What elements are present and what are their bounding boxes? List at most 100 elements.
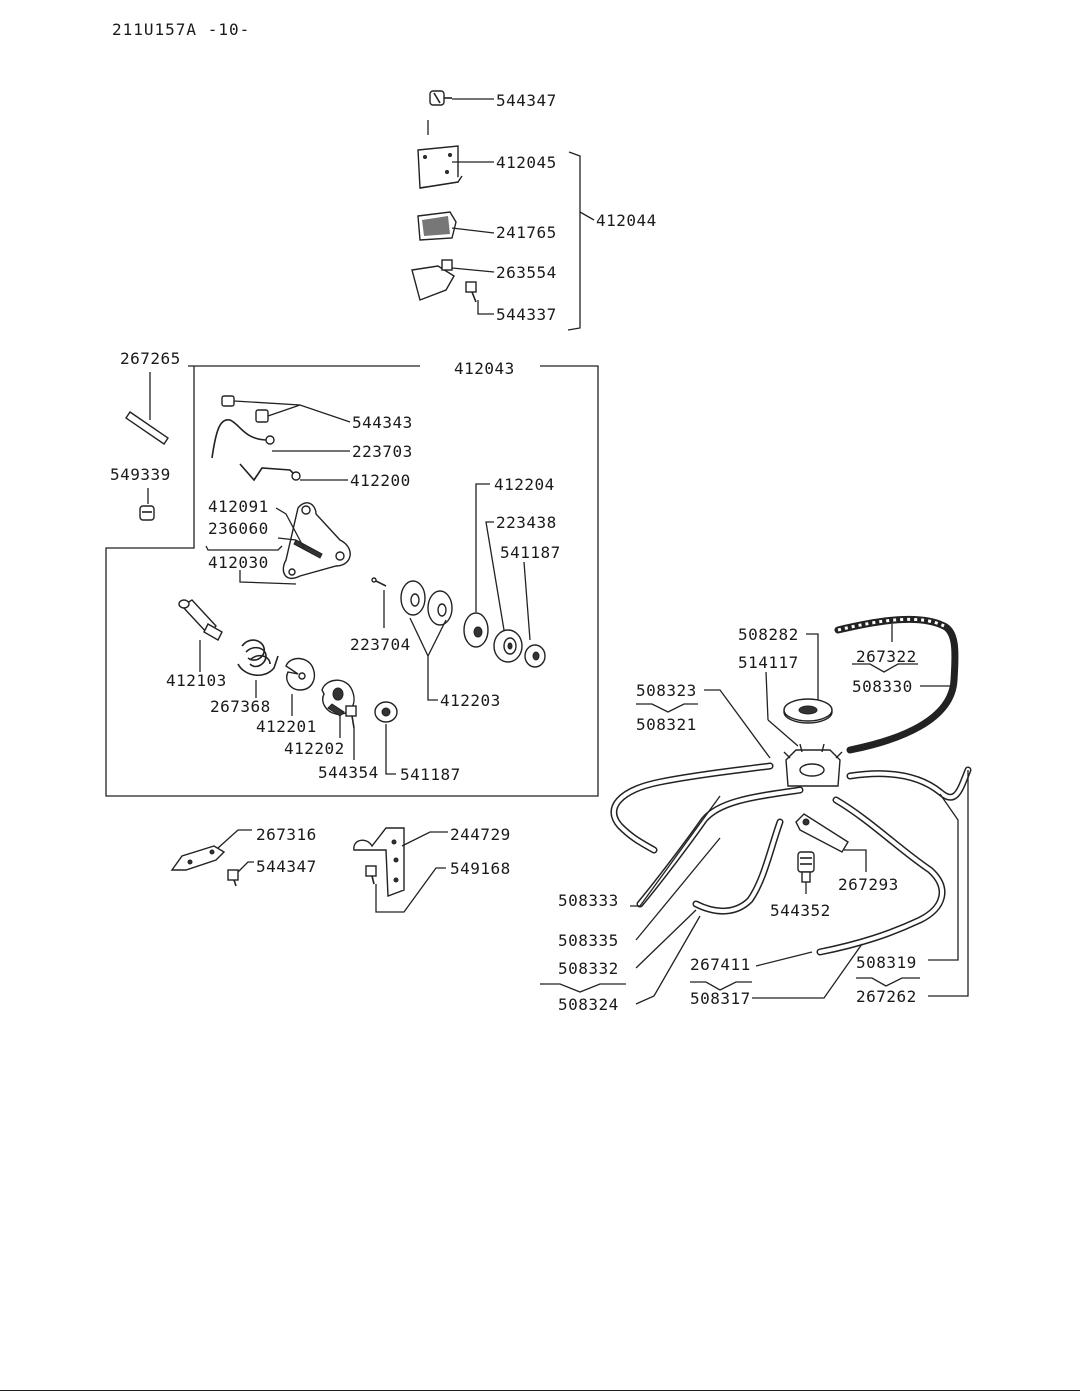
screw-544347-low xyxy=(227,869,239,887)
callout-544347-low: 544347 xyxy=(256,857,317,876)
callout-412200: 412200 xyxy=(350,471,411,490)
group-412043-outline xyxy=(105,365,599,797)
leader-508333 xyxy=(630,795,721,907)
screw-549168 xyxy=(365,865,377,885)
washer-412204 xyxy=(463,612,489,648)
spring-223703 xyxy=(211,419,269,459)
callout-244729: 244729 xyxy=(450,825,511,844)
leader-508335 xyxy=(635,837,721,941)
cam-412201 xyxy=(285,657,316,691)
leader-267316 xyxy=(217,829,252,849)
callout-544343: 544343 xyxy=(352,413,413,432)
callout-544354: 544354 xyxy=(318,763,379,782)
brace-508332 xyxy=(540,983,626,993)
callout-549339: 549339 xyxy=(110,465,171,484)
leader-223438 xyxy=(485,521,505,631)
screw-544352 xyxy=(797,851,815,883)
cable-267322-braided xyxy=(834,615,959,754)
callout-508319: 508319 xyxy=(856,953,917,972)
callout-508330: 508330 xyxy=(852,677,913,696)
brace-508323 xyxy=(636,703,698,713)
callout-223704: 223704 xyxy=(350,635,411,654)
leader-541187-a xyxy=(523,561,531,641)
leader-263554 xyxy=(451,267,495,273)
callout-541187-a: 541187 xyxy=(500,543,561,562)
leader-412203 xyxy=(409,617,447,701)
callout-263554: 263554 xyxy=(496,263,557,282)
callout-514117: 514117 xyxy=(738,653,799,672)
callout-267368: 267368 xyxy=(210,697,271,716)
leader-549168 xyxy=(375,867,446,913)
callout-267411: 267411 xyxy=(690,955,751,974)
callout-412204: 412204 xyxy=(494,475,555,494)
brace-508319 xyxy=(856,977,920,987)
leader-412091 xyxy=(275,507,305,549)
callout-267322: 267322 xyxy=(856,647,917,666)
callout-508282: 508282 xyxy=(738,625,799,644)
callout-412103: 412103 xyxy=(166,671,227,690)
leader-514117 xyxy=(765,671,769,721)
spring-267368 xyxy=(237,639,279,676)
cable-508321 xyxy=(610,762,774,854)
screw-544354 xyxy=(345,705,357,729)
leader-267411 xyxy=(755,951,813,967)
leader-508317 xyxy=(752,943,863,999)
leader-508332 xyxy=(635,909,697,969)
spring-holder-263554 xyxy=(411,259,477,303)
leader-508319 xyxy=(928,793,959,961)
pin-223704 xyxy=(371,577,387,587)
cable-508333 xyxy=(636,786,804,908)
callout-549168: 549168 xyxy=(450,859,511,878)
callout-508332: 508332 xyxy=(558,959,619,978)
leader-412030 xyxy=(239,570,297,585)
bracket-267316 xyxy=(170,845,226,871)
washers-412203 xyxy=(400,580,453,626)
bottom-rule xyxy=(0,1390,1080,1391)
callout-267262: 267262 xyxy=(856,987,917,1006)
callout-412043: 412043 xyxy=(454,359,515,378)
callout-412045: 412045 xyxy=(496,153,557,172)
leader-508324 xyxy=(635,915,701,1005)
callout-508324: 508324 xyxy=(558,995,619,1014)
leader-241765 xyxy=(451,227,495,234)
cable-508335 xyxy=(692,818,784,915)
callout-541187-b: 541187 xyxy=(400,765,461,784)
leader-544347-low xyxy=(237,861,254,873)
callout-412201: 412201 xyxy=(256,717,317,736)
rubber-ring-508282 xyxy=(783,698,833,724)
plate-412045 xyxy=(417,145,463,189)
callout-267265: 267265 xyxy=(120,349,181,368)
leader-544337 xyxy=(477,300,494,315)
leader-412204 xyxy=(475,483,490,612)
screw-544337 xyxy=(465,281,477,303)
leader-541187-b xyxy=(385,724,396,775)
leader-236060 xyxy=(277,537,297,541)
lever-412030 xyxy=(282,502,351,579)
leader-508282 xyxy=(806,633,819,700)
callout-241765: 241765 xyxy=(496,223,557,242)
bracket-244729 xyxy=(353,827,405,897)
screws-544343 xyxy=(221,395,269,423)
spring-412200 xyxy=(239,463,297,482)
callout-544347-top: 544347 xyxy=(496,91,557,110)
callout-412203: 412203 xyxy=(440,691,501,710)
leader-267262 xyxy=(928,770,969,997)
brace-236060 xyxy=(205,545,283,551)
callout-223703: 223703 xyxy=(352,442,413,461)
callout-544337: 544337 xyxy=(496,305,557,324)
callout-412044: 412044 xyxy=(596,211,657,230)
callout-223438: 223438 xyxy=(496,513,557,532)
callout-508317: 508317 xyxy=(690,989,751,1008)
callout-544352: 544352 xyxy=(770,901,831,920)
callout-267316: 267316 xyxy=(256,825,317,844)
stud-412103 xyxy=(178,599,223,641)
callout-236060: 236060 xyxy=(208,519,269,538)
leader-544343-b xyxy=(267,404,301,417)
callout-508333: 508333 xyxy=(558,891,619,910)
screw-544347-top xyxy=(429,90,452,106)
bushing-223438 xyxy=(493,629,523,663)
nut-541187-b xyxy=(374,701,398,723)
cable-508319 xyxy=(846,766,972,801)
callout-508321: 508321 xyxy=(636,715,697,734)
